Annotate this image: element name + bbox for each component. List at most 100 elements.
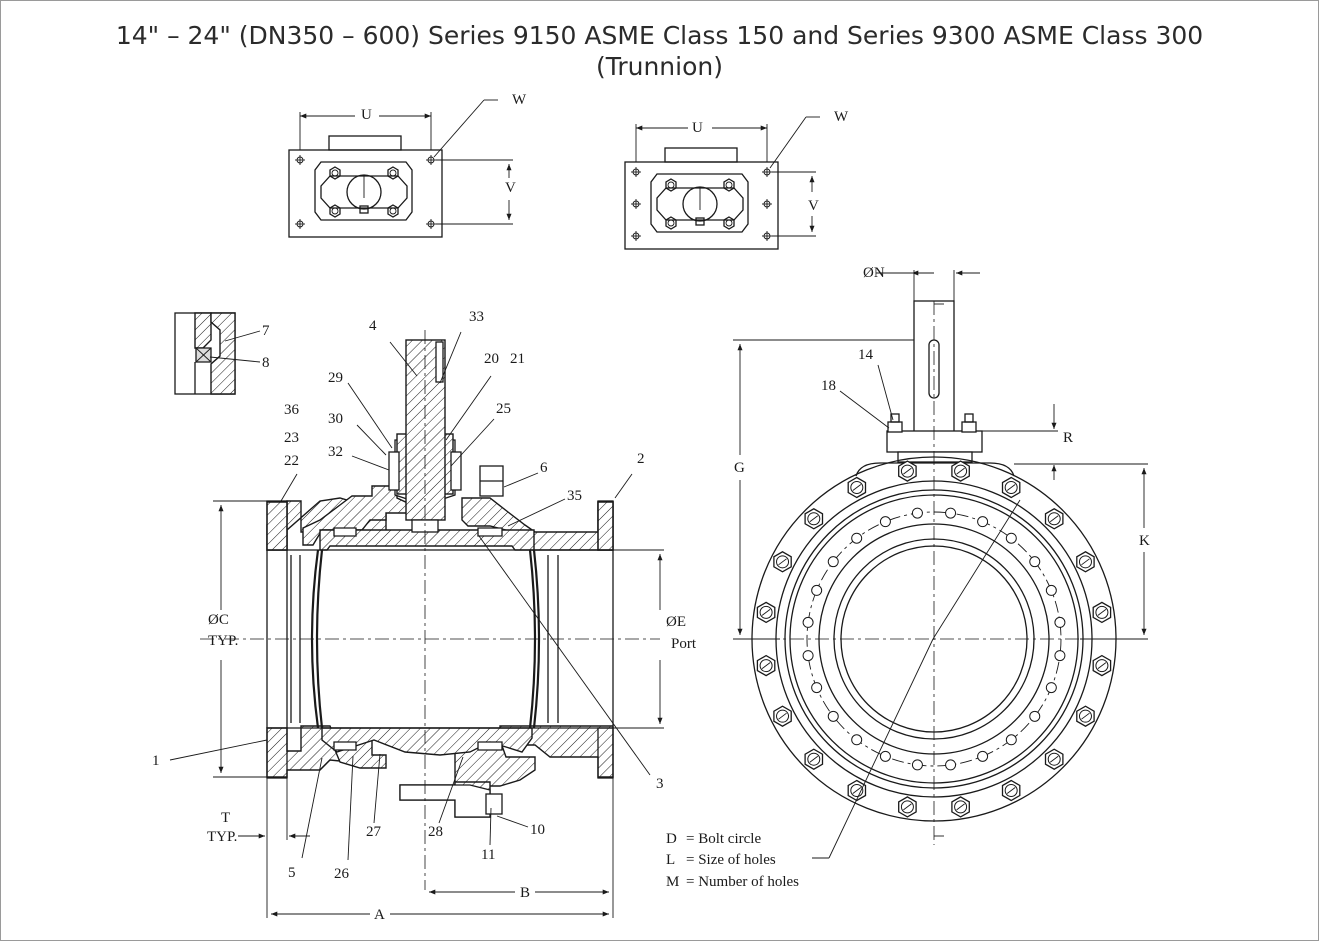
part-number: 23 bbox=[284, 430, 299, 446]
part-number: 18 bbox=[821, 378, 836, 394]
flange-bolt bbox=[1092, 601, 1112, 624]
part-number: 28 bbox=[428, 824, 443, 840]
mounting-pad-right bbox=[624, 116, 820, 250]
flange-bolt bbox=[1044, 508, 1064, 530]
bolt-hole bbox=[851, 734, 863, 746]
bolt-hex bbox=[887, 413, 903, 433]
dim-w: W bbox=[512, 92, 527, 108]
dim-w-2: W bbox=[834, 109, 849, 125]
legend-text: = Bolt circle bbox=[686, 831, 761, 847]
bolt-hex bbox=[387, 204, 399, 218]
bolt-hole bbox=[879, 750, 891, 762]
bolt-hex bbox=[723, 216, 735, 230]
bolt-holes-inner bbox=[802, 507, 1066, 771]
flange-bolt bbox=[1076, 551, 1095, 573]
title-line-1: 14" – 24" (DN350 – 600) Series 9150 ASME… bbox=[115, 21, 1204, 50]
flange-bolt bbox=[804, 508, 824, 530]
valve-end-view bbox=[733, 270, 1148, 859]
bolt-hole bbox=[911, 507, 923, 519]
part-number: 26 bbox=[334, 866, 350, 882]
part-number: 25 bbox=[496, 401, 511, 417]
bolt-hex bbox=[961, 413, 977, 433]
part-number: 22 bbox=[284, 453, 299, 469]
bolt-hole bbox=[827, 556, 839, 568]
bolt-hole bbox=[1054, 616, 1066, 628]
dim-n: ØN bbox=[863, 265, 885, 281]
flange-bolt bbox=[898, 460, 917, 482]
dimension-labels: U V W U V W ØC TYP. ØE Port T TYP. A B Ø… bbox=[207, 92, 1150, 923]
flange-bolt bbox=[951, 796, 970, 818]
part-number: 29 bbox=[328, 370, 343, 386]
part-number: 10 bbox=[530, 822, 545, 838]
part-number: 35 bbox=[567, 488, 582, 504]
flange-bolt bbox=[804, 748, 824, 770]
stem-circle bbox=[346, 174, 382, 210]
part-number: 11 bbox=[481, 847, 495, 863]
bolt-hex bbox=[723, 178, 735, 192]
part-number: 8 bbox=[262, 355, 270, 371]
flange-bolt bbox=[756, 601, 776, 624]
flange-bolt bbox=[1001, 476, 1021, 499]
flange-bolt bbox=[1092, 654, 1112, 677]
bolt-hole bbox=[811, 584, 823, 596]
bolt-hex bbox=[665, 216, 677, 230]
bolt-hole bbox=[802, 616, 814, 628]
part-number: 33 bbox=[469, 309, 484, 325]
flange-bolt bbox=[1001, 779, 1021, 802]
legend-text: = Number of holes bbox=[686, 874, 799, 890]
bolt-hole bbox=[1029, 710, 1041, 722]
flange-bolt bbox=[898, 796, 917, 818]
part-number: 5 bbox=[288, 865, 296, 881]
drawing-title: 14" – 24" (DN350 – 600) Series 9150 ASME… bbox=[0, 20, 1319, 82]
bolt-hex bbox=[387, 166, 399, 180]
bolt-hole bbox=[1005, 734, 1017, 746]
seal-detail bbox=[174, 312, 261, 395]
part-number: 27 bbox=[366, 824, 382, 840]
bolt-hole bbox=[879, 516, 891, 528]
dim-e-port: Port bbox=[671, 636, 697, 652]
bolt-hole bbox=[977, 516, 989, 528]
flange-bolt bbox=[773, 705, 792, 727]
bolt-hole bbox=[851, 532, 863, 544]
dim-v: V bbox=[505, 180, 516, 196]
bolt-hex bbox=[665, 178, 677, 192]
part-number: 14 bbox=[858, 347, 874, 363]
dim-b: B bbox=[520, 885, 530, 901]
flange-bolt bbox=[847, 476, 867, 499]
flange-bolt bbox=[756, 654, 776, 677]
flange-bolt bbox=[1044, 748, 1064, 770]
part-number: 7 bbox=[262, 323, 270, 339]
dim-r: R bbox=[1063, 430, 1073, 446]
mounting-flange bbox=[314, 161, 413, 221]
title-line-2: (Trunnion) bbox=[595, 52, 723, 81]
dim-u-2: U bbox=[692, 120, 703, 136]
bolt-hole bbox=[827, 710, 839, 722]
dim-v-2: V bbox=[808, 198, 819, 214]
part-number: 2 bbox=[637, 451, 645, 467]
part-number: 30 bbox=[328, 411, 343, 427]
bolt-hole bbox=[1005, 532, 1017, 544]
dim-a: A bbox=[374, 907, 385, 923]
part-number: 36 bbox=[284, 402, 300, 418]
part-number-labels: 1 2 3 4 5 6 7 8 10 11 14 18 20 21 22 23 … bbox=[152, 309, 874, 882]
legend-text: = Size of holes bbox=[686, 852, 776, 868]
bolt-hole bbox=[945, 759, 957, 771]
dim-c-typ: TYP. bbox=[208, 633, 238, 649]
bolt-hole bbox=[1029, 556, 1041, 568]
part-number: 6 bbox=[540, 460, 548, 476]
bolt-hole bbox=[811, 682, 823, 694]
flange-bolt bbox=[1076, 705, 1095, 727]
bolt-hole bbox=[945, 507, 957, 519]
legend-symbol: M bbox=[666, 874, 679, 890]
bolt-hole bbox=[977, 750, 989, 762]
dim-t-typ: TYP. bbox=[207, 829, 237, 845]
bolt-hole bbox=[1045, 682, 1057, 694]
flange-bolt bbox=[773, 551, 792, 573]
bolt-hex bbox=[329, 204, 341, 218]
part-number: 3 bbox=[656, 776, 664, 792]
dim-c: ØC bbox=[208, 612, 229, 628]
dim-k: K bbox=[1139, 533, 1150, 549]
legend-symbol: D bbox=[666, 831, 677, 847]
